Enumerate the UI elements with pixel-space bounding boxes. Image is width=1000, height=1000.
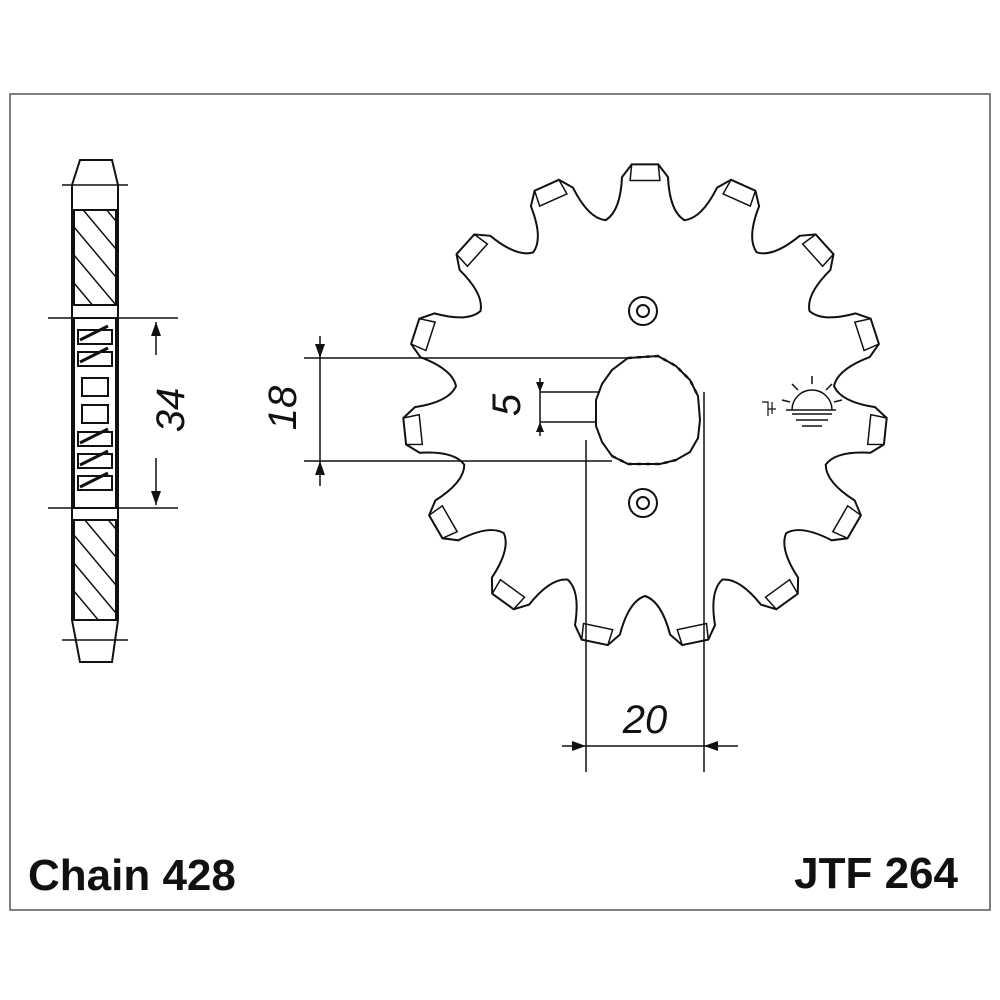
dim-5 [536, 378, 600, 436]
spline-bore [595, 354, 702, 465]
tooth-tip-13 [410, 317, 437, 352]
sprocket-front-view [402, 163, 888, 647]
tooth-tip-4 [853, 317, 880, 352]
dim-20-label: 20 [622, 698, 668, 742]
tooth-tip-12 [403, 413, 424, 446]
tooth-tip-5 [866, 413, 887, 446]
tooth-tip-2 [722, 179, 757, 208]
side-hatch-upper [73, 209, 117, 306]
tooth-tip-6 [831, 504, 862, 539]
dim-20 [562, 392, 738, 772]
dim-34-label: 34 [149, 388, 193, 433]
tooth-tip-9 [580, 622, 614, 646]
tooth-tip-3 [801, 233, 835, 268]
tooth-tip-10 [491, 578, 526, 610]
bolt-hole-top [628, 296, 658, 326]
tooth-tip-7 [764, 578, 799, 610]
side-hatch-lower [73, 519, 117, 621]
tooth-tips [403, 164, 887, 646]
dim-18 [304, 336, 628, 486]
tooth-tip-8 [676, 622, 710, 646]
bolt-hole-bottom [628, 488, 658, 518]
tooth-tip-15 [533, 179, 568, 208]
dim-5-label: 5 [485, 393, 529, 416]
drawing-border [9, 93, 991, 911]
sprocket-outline [402, 163, 888, 647]
sun-logo-icon [762, 376, 843, 427]
side-view [48, 159, 178, 663]
tooth-tip-14 [455, 233, 489, 268]
tooth-tip-1 [629, 164, 661, 182]
tooth-tip-11 [428, 504, 459, 539]
dim-18-label: 18 [261, 385, 305, 430]
part-number: JTF 264 [794, 849, 958, 898]
chain-label: Chain 428 [28, 851, 236, 900]
